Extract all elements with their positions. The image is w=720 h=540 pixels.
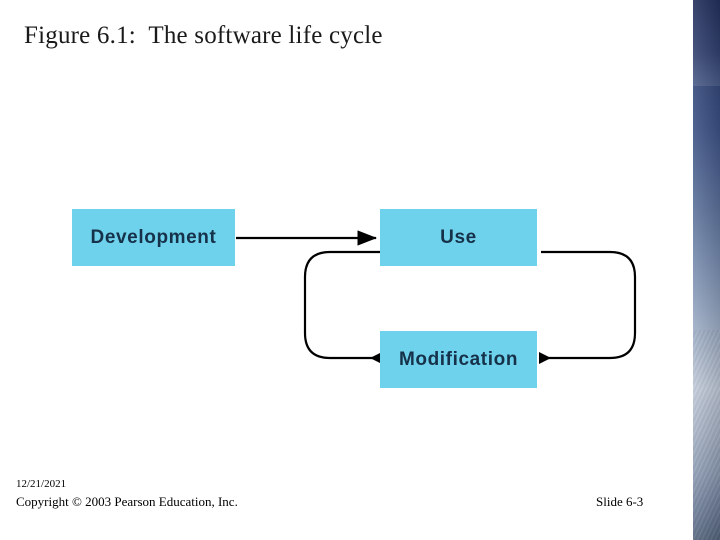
page-title: Figure 6.1: The software life cycle — [24, 22, 383, 49]
arrow-modification-to-use-path — [541, 250, 637, 360]
diagram-node-modification[interactable]: Modification — [380, 331, 537, 388]
arrow-use-to-modification — [303, 250, 380, 360]
diagram-node-use[interactable]: Use — [380, 209, 537, 266]
arrowhead-into-modification — [370, 352, 382, 364]
band-dark-top — [693, 0, 720, 86]
footer-slide-number: Slide 6-3 — [596, 494, 644, 509]
band-shading — [693, 0, 720, 540]
footer-copyright: Copyright © 2003 Pearson Education, Inc. — [16, 494, 238, 509]
band-texture — [693, 330, 720, 540]
footer-date: 12/21/2021 — [16, 478, 67, 490]
arrowhead-into-modification-right — [539, 352, 551, 364]
diagram-node-development[interactable]: Development — [72, 209, 235, 266]
decorative-right-band — [693, 0, 720, 540]
